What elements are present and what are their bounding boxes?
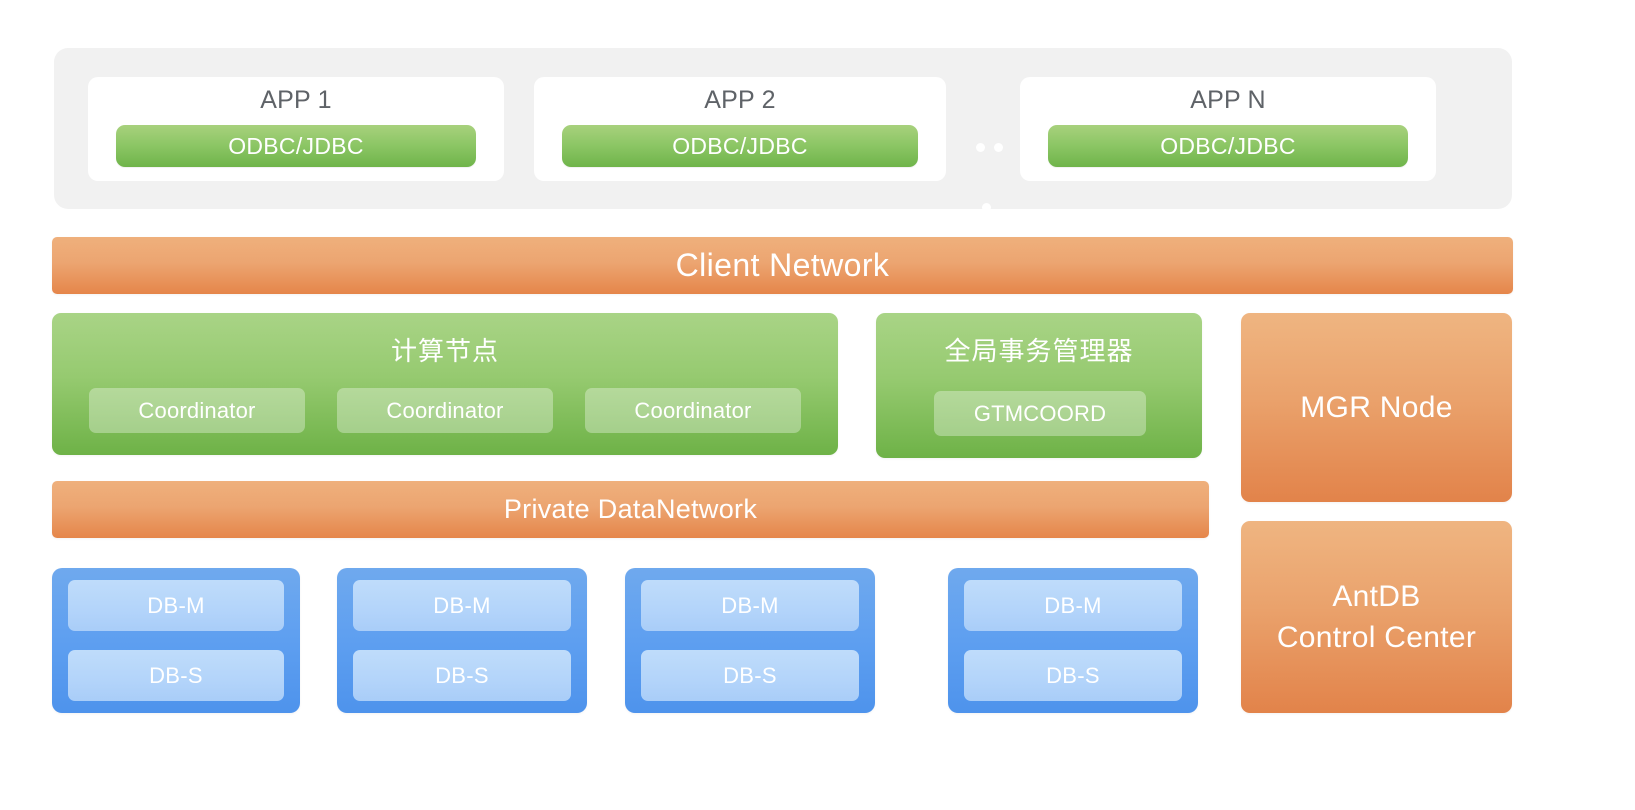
- control-center-line1: AntDB: [1332, 580, 1421, 613]
- odbc-jdbc-pill[interactable]: ODBC/JDBC: [562, 125, 918, 167]
- coordinator-row: Coordinator Coordinator Coordinator: [89, 388, 801, 433]
- odbc-jdbc-pill[interactable]: ODBC/JDBC: [1048, 125, 1408, 167]
- db-master-chip[interactable]: DB-M: [964, 580, 1182, 631]
- db-slave-chip[interactable]: DB-S: [641, 650, 859, 701]
- compute-node-group: 计算节点 Coordinator Coordinator Coordinator: [52, 313, 838, 455]
- odbc-jdbc-pill[interactable]: ODBC/JDBC: [116, 125, 476, 167]
- db-master-chip[interactable]: DB-M: [641, 580, 859, 631]
- app-title: APP N: [1190, 86, 1266, 114]
- db-group-4: DB-M DB-S: [948, 568, 1198, 713]
- global-transaction-manager-group: 全局事务管理器 GTMCOORD: [876, 313, 1202, 458]
- db-slave-chip[interactable]: DB-S: [353, 650, 571, 701]
- antdb-control-center-box[interactable]: AntDB Control Center: [1241, 521, 1512, 713]
- compute-node-title: 计算节点: [390, 336, 499, 366]
- gtmcoord-chip[interactable]: GTMCOORD: [934, 391, 1146, 436]
- mgr-node-label: MGR Node: [1300, 391, 1453, 424]
- app-title: APP 1: [260, 86, 332, 114]
- app-card-2[interactable]: APP 2 ODBC/JDBC: [534, 77, 946, 181]
- app-card-1[interactable]: APP 1 ODBC/JDBC: [88, 77, 504, 181]
- gtm-title: 全局事务管理器: [944, 336, 1134, 366]
- db-master-chip[interactable]: DB-M: [353, 580, 571, 631]
- mgr-node-box[interactable]: MGR Node: [1241, 313, 1512, 502]
- coordinator-chip[interactable]: Coordinator: [337, 388, 553, 433]
- ellipsis-dots-horizontal: [976, 143, 1006, 152]
- application-band: APP 1 ODBC/JDBC APP 2 ODBC/JDBC APP N OD…: [54, 48, 1512, 212]
- ellipsis-dot: [976, 143, 985, 152]
- db-group-2: DB-M DB-S: [337, 568, 587, 713]
- coordinator-chip[interactable]: Coordinator: [585, 388, 801, 433]
- ellipsis-dot: [994, 143, 1003, 152]
- control-center-line2: Control Center: [1276, 621, 1477, 654]
- app-title: APP 2: [704, 86, 776, 114]
- app-card-n[interactable]: APP N ODBC/JDBC: [1020, 77, 1436, 181]
- client-network-bar: Client Network: [52, 237, 1513, 294]
- private-data-network-bar: Private DataNetwork: [52, 481, 1209, 538]
- db-group-3: DB-M DB-S: [625, 568, 875, 713]
- db-master-chip[interactable]: DB-M: [68, 580, 284, 631]
- coordinator-chip[interactable]: Coordinator: [89, 388, 305, 433]
- db-slave-chip[interactable]: DB-S: [68, 650, 284, 701]
- control-center-label: AntDB Control Center: [1277, 576, 1476, 658]
- db-group-1: DB-M DB-S: [52, 568, 300, 713]
- db-slave-chip[interactable]: DB-S: [964, 650, 1182, 701]
- ellipsis-dot-below: [982, 203, 991, 212]
